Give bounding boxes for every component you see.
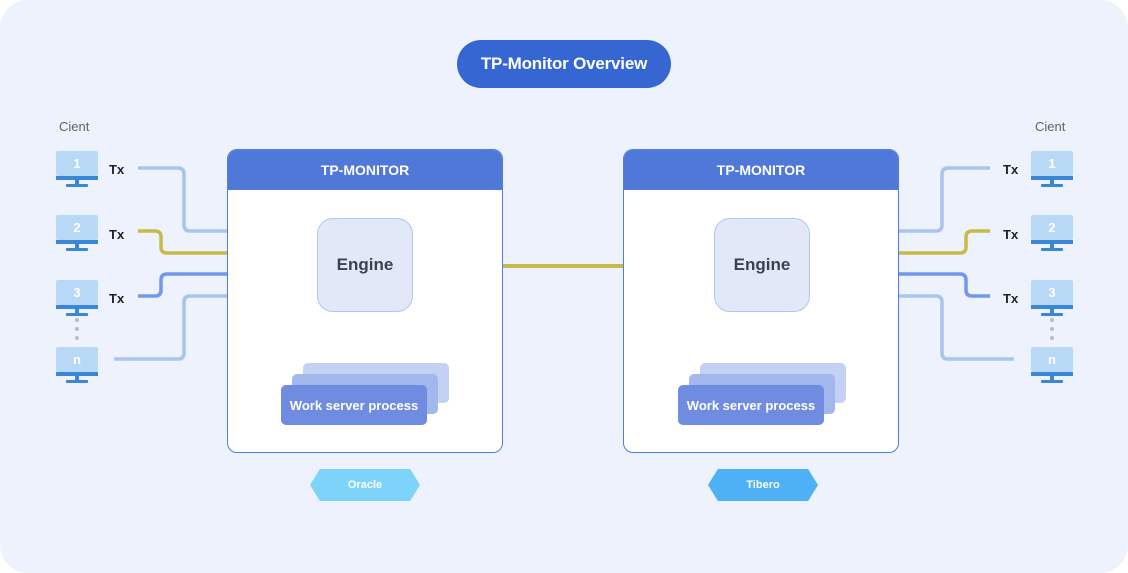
work-server-stack-right: Work server process bbox=[678, 363, 848, 425]
client-monitor-icon: 2 bbox=[1031, 215, 1073, 253]
tx-label: Tx bbox=[109, 227, 125, 242]
client-monitor-icon: 1 bbox=[1031, 151, 1073, 189]
client-monitor-icon: n bbox=[1031, 347, 1073, 385]
tx-label: Tx bbox=[109, 291, 125, 306]
connector-right-2 bbox=[826, 229, 990, 259]
engine-node-right: Engine bbox=[714, 218, 810, 312]
client-number: 3 bbox=[1031, 280, 1073, 305]
work-server-label: Work server process bbox=[678, 385, 824, 425]
tp-monitor-header: TP-MONITOR bbox=[228, 150, 502, 190]
client-label-right: Cient bbox=[1035, 119, 1066, 134]
client-number: 1 bbox=[56, 151, 98, 176]
engine-node-left: Engine bbox=[317, 218, 413, 312]
connector-left-3 bbox=[138, 268, 301, 298]
client-number: n bbox=[56, 347, 98, 372]
client-number: n bbox=[1031, 347, 1073, 372]
ellipsis-dots-icon bbox=[1050, 318, 1054, 345]
tx-label: Tx bbox=[1003, 291, 1019, 306]
client-number: 3 bbox=[56, 280, 98, 305]
connector-right-1 bbox=[826, 166, 990, 237]
work-server-label: Work server process bbox=[281, 385, 427, 425]
connector-left-1 bbox=[138, 166, 301, 237]
client-monitor-icon: n bbox=[56, 347, 98, 385]
client-monitor-icon: 3 bbox=[1031, 280, 1073, 318]
database-badge-oracle: Oracle bbox=[310, 469, 420, 501]
diagram-title: TP-Monitor Overview bbox=[457, 40, 671, 88]
tx-label: Tx bbox=[109, 162, 125, 177]
client-label-left: Cient bbox=[59, 119, 90, 134]
connector-right-n bbox=[826, 290, 1014, 361]
client-number: 2 bbox=[1031, 215, 1073, 240]
database-badge-tibero: Tibero bbox=[708, 469, 818, 501]
client-number: 1 bbox=[1031, 151, 1073, 176]
client-number: 2 bbox=[56, 215, 98, 240]
tp-monitor-box-right: TP-MONITOR bbox=[623, 149, 899, 453]
client-monitor-icon: 3 bbox=[56, 280, 98, 318]
tx-label: Tx bbox=[1003, 227, 1019, 242]
ellipsis-dots-icon bbox=[75, 318, 79, 345]
client-monitor-icon: 2 bbox=[56, 215, 98, 253]
tx-label: Tx bbox=[1003, 162, 1019, 177]
connector-left-n bbox=[114, 290, 301, 361]
connector-left-2 bbox=[138, 229, 301, 259]
client-monitor-icon: 1 bbox=[56, 151, 98, 189]
connector-right-3 bbox=[826, 268, 990, 298]
tp-monitor-header: TP-MONITOR bbox=[624, 150, 898, 190]
work-server-stack-left: Work server process bbox=[281, 363, 451, 425]
